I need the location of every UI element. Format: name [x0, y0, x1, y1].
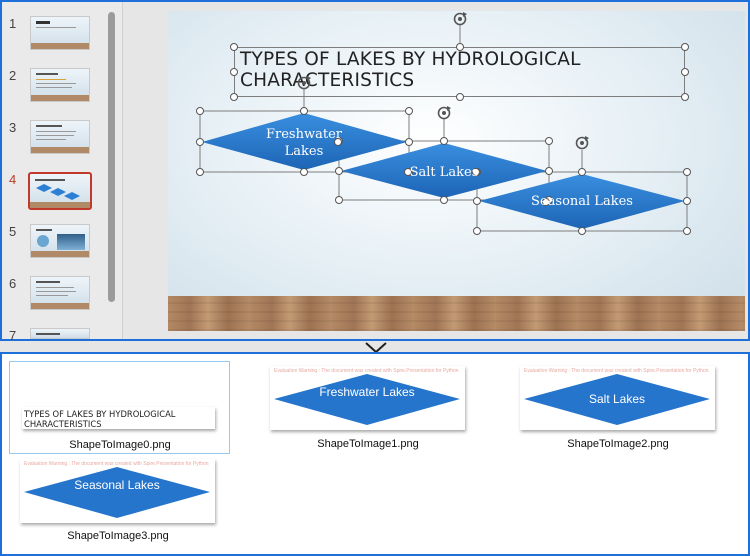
- slide-number-4: 4: [9, 172, 17, 187]
- evaluation-watermark: Evaluation Warning : The document was cr…: [274, 368, 459, 374]
- resize-handle[interactable]: [545, 137, 553, 145]
- resize-handle[interactable]: [456, 93, 464, 101]
- thumbnail-scrollbar[interactable]: [108, 12, 115, 302]
- slide-number-6: 6: [9, 276, 17, 291]
- evaluation-watermark: Evaluation Warning : The document was cr…: [24, 461, 209, 467]
- resize-handle[interactable]: [473, 227, 481, 235]
- slide-number-3: 3: [9, 120, 17, 135]
- resize-handle[interactable]: [545, 167, 553, 175]
- diamond-image: [524, 374, 710, 425]
- rotate-handle-icon[interactable]: [574, 135, 590, 151]
- resize-handle[interactable]: [230, 93, 238, 101]
- slide-thumbnail-4[interactable]: [28, 172, 92, 210]
- slide-thumbnail-5[interactable]: [30, 224, 90, 258]
- resize-handle[interactable]: [681, 68, 689, 76]
- slide-number-1: 1: [9, 16, 17, 31]
- slide-thumbnail-6[interactable]: [30, 276, 90, 310]
- resize-handle[interactable]: [196, 138, 204, 146]
- file-name: ShapeToImage2.png: [567, 438, 669, 450]
- rotate-handle-icon[interactable]: [452, 11, 468, 27]
- resize-handle[interactable]: [405, 107, 413, 115]
- thumbnail-title-text: TYPES OF LAKES BY HYDROLOGICAL CHARACTER…: [24, 409, 176, 429]
- file-name: ShapeToImage3.png: [67, 530, 169, 542]
- file-thumbnail: TYPES OF LAKES BY HYDROLOGICAL CHARACTER…: [22, 407, 215, 429]
- file-name: ShapeToImage1.png: [317, 438, 419, 450]
- resize-handle[interactable]: [230, 68, 238, 76]
- resize-handle[interactable]: [683, 197, 691, 205]
- slide-thumbnail-7[interactable]: [30, 328, 90, 339]
- thumbnail-diamonds: [36, 184, 80, 200]
- file-thumbnail: Evaluation Warning : The document was cr…: [520, 366, 715, 430]
- file-item-shapetoimage2[interactable]: Evaluation Warning : The document was cr…: [507, 361, 728, 454]
- diamond-image-text: Salt Lakes: [588, 392, 646, 406]
- text-handle[interactable]: [334, 138, 342, 146]
- slide-number-5: 5: [9, 224, 17, 239]
- rotate-handle-icon[interactable]: [436, 105, 452, 121]
- slide-number-7: 7: [9, 328, 17, 343]
- file-item-shapetoimage1[interactable]: Evaluation Warning : The document was cr…: [257, 361, 478, 454]
- resize-handle[interactable]: [335, 167, 343, 175]
- slide-thumbnail-1[interactable]: [30, 16, 90, 50]
- freshwater-lakes-diamond: [202, 113, 407, 170]
- salt-lakes-diamond: [341, 143, 547, 198]
- text-handle[interactable]: [404, 168, 412, 176]
- resize-handle[interactable]: [196, 107, 204, 115]
- resize-handle[interactable]: [681, 43, 689, 51]
- file-item-shapetoimage3[interactable]: Evaluation Warning : The document was cr…: [7, 454, 228, 547]
- seasonal-lakes-diamond: [479, 174, 685, 229]
- resize-handle[interactable]: [440, 137, 448, 145]
- resize-handle[interactable]: [230, 43, 238, 51]
- resize-handle[interactable]: [335, 196, 343, 204]
- slide-thumbnail-2[interactable]: [30, 68, 90, 102]
- slide-title[interactable]: TYPES OF LAKES BY HYDROLOGICAL CHARACTER…: [240, 49, 581, 91]
- resize-handle[interactable]: [683, 168, 691, 176]
- slide-number-2: 2: [9, 68, 17, 83]
- file-name: ShapeToImage0.png: [69, 439, 171, 451]
- file-item-shapetoimage0[interactable]: TYPES OF LAKES BY HYDROLOGICAL CHARACTER…: [9, 361, 230, 454]
- resize-handle[interactable]: [300, 107, 308, 115]
- slide-thumbnail-3[interactable]: [30, 120, 90, 154]
- diamond-image: [24, 467, 210, 518]
- text-handle[interactable]: [472, 168, 480, 176]
- text-handle[interactable]: [542, 198, 550, 206]
- resize-handle[interactable]: [578, 227, 586, 235]
- slide-canvas[interactable]: TYPES OF LAKES BY HYDROLOGICAL CHARACTER…: [168, 11, 745, 331]
- wooden-floor-background: [168, 296, 745, 331]
- file-thumbnail: Evaluation Warning : The document was cr…: [270, 366, 465, 430]
- rotate-handle-icon[interactable]: [296, 75, 312, 91]
- freshwater-lakes-label: Freshwater Lakes: [266, 127, 342, 159]
- resize-handle[interactable]: [578, 168, 586, 176]
- salt-lakes-label: Salt Lakes: [409, 165, 479, 180]
- resize-handle[interactable]: [300, 168, 308, 176]
- diamond-image-text: Seasonal Lakes: [74, 478, 160, 492]
- resize-handle[interactable]: [456, 43, 464, 51]
- resize-handle[interactable]: [440, 196, 448, 204]
- seasonal-lakes-label: Seasonal Lakes: [531, 194, 633, 209]
- resize-handle[interactable]: [681, 93, 689, 101]
- diamond-image: [274, 374, 460, 425]
- resize-handle[interactable]: [405, 138, 413, 146]
- resize-handle[interactable]: [196, 168, 204, 176]
- powerpoint-editor: 1 2 3 4: [0, 0, 750, 343]
- slide-thumbnail-pane: 1 2 3 4: [2, 2, 123, 343]
- resize-handle[interactable]: [683, 227, 691, 235]
- evaluation-watermark: Evaluation Warning : The document was cr…: [524, 368, 709, 374]
- resize-handle[interactable]: [473, 197, 481, 205]
- diamond-image-text: Freshwater Lakes: [319, 385, 415, 399]
- file-thumbnail: Evaluation Warning : The document was cr…: [20, 459, 215, 523]
- file-explorer: TYPES OF LAKES BY HYDROLOGICAL CHARACTER…: [0, 352, 750, 556]
